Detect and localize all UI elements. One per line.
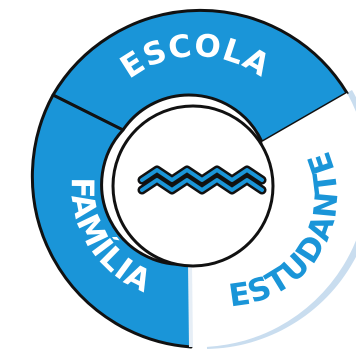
- wave-lines-icon: [137, 165, 267, 195]
- segment-divider: [188, 263, 193, 348]
- estudante-segment: [190, 93, 356, 348]
- escola-segment: [51, 8, 349, 144]
- familia-segment: [30, 93, 193, 349]
